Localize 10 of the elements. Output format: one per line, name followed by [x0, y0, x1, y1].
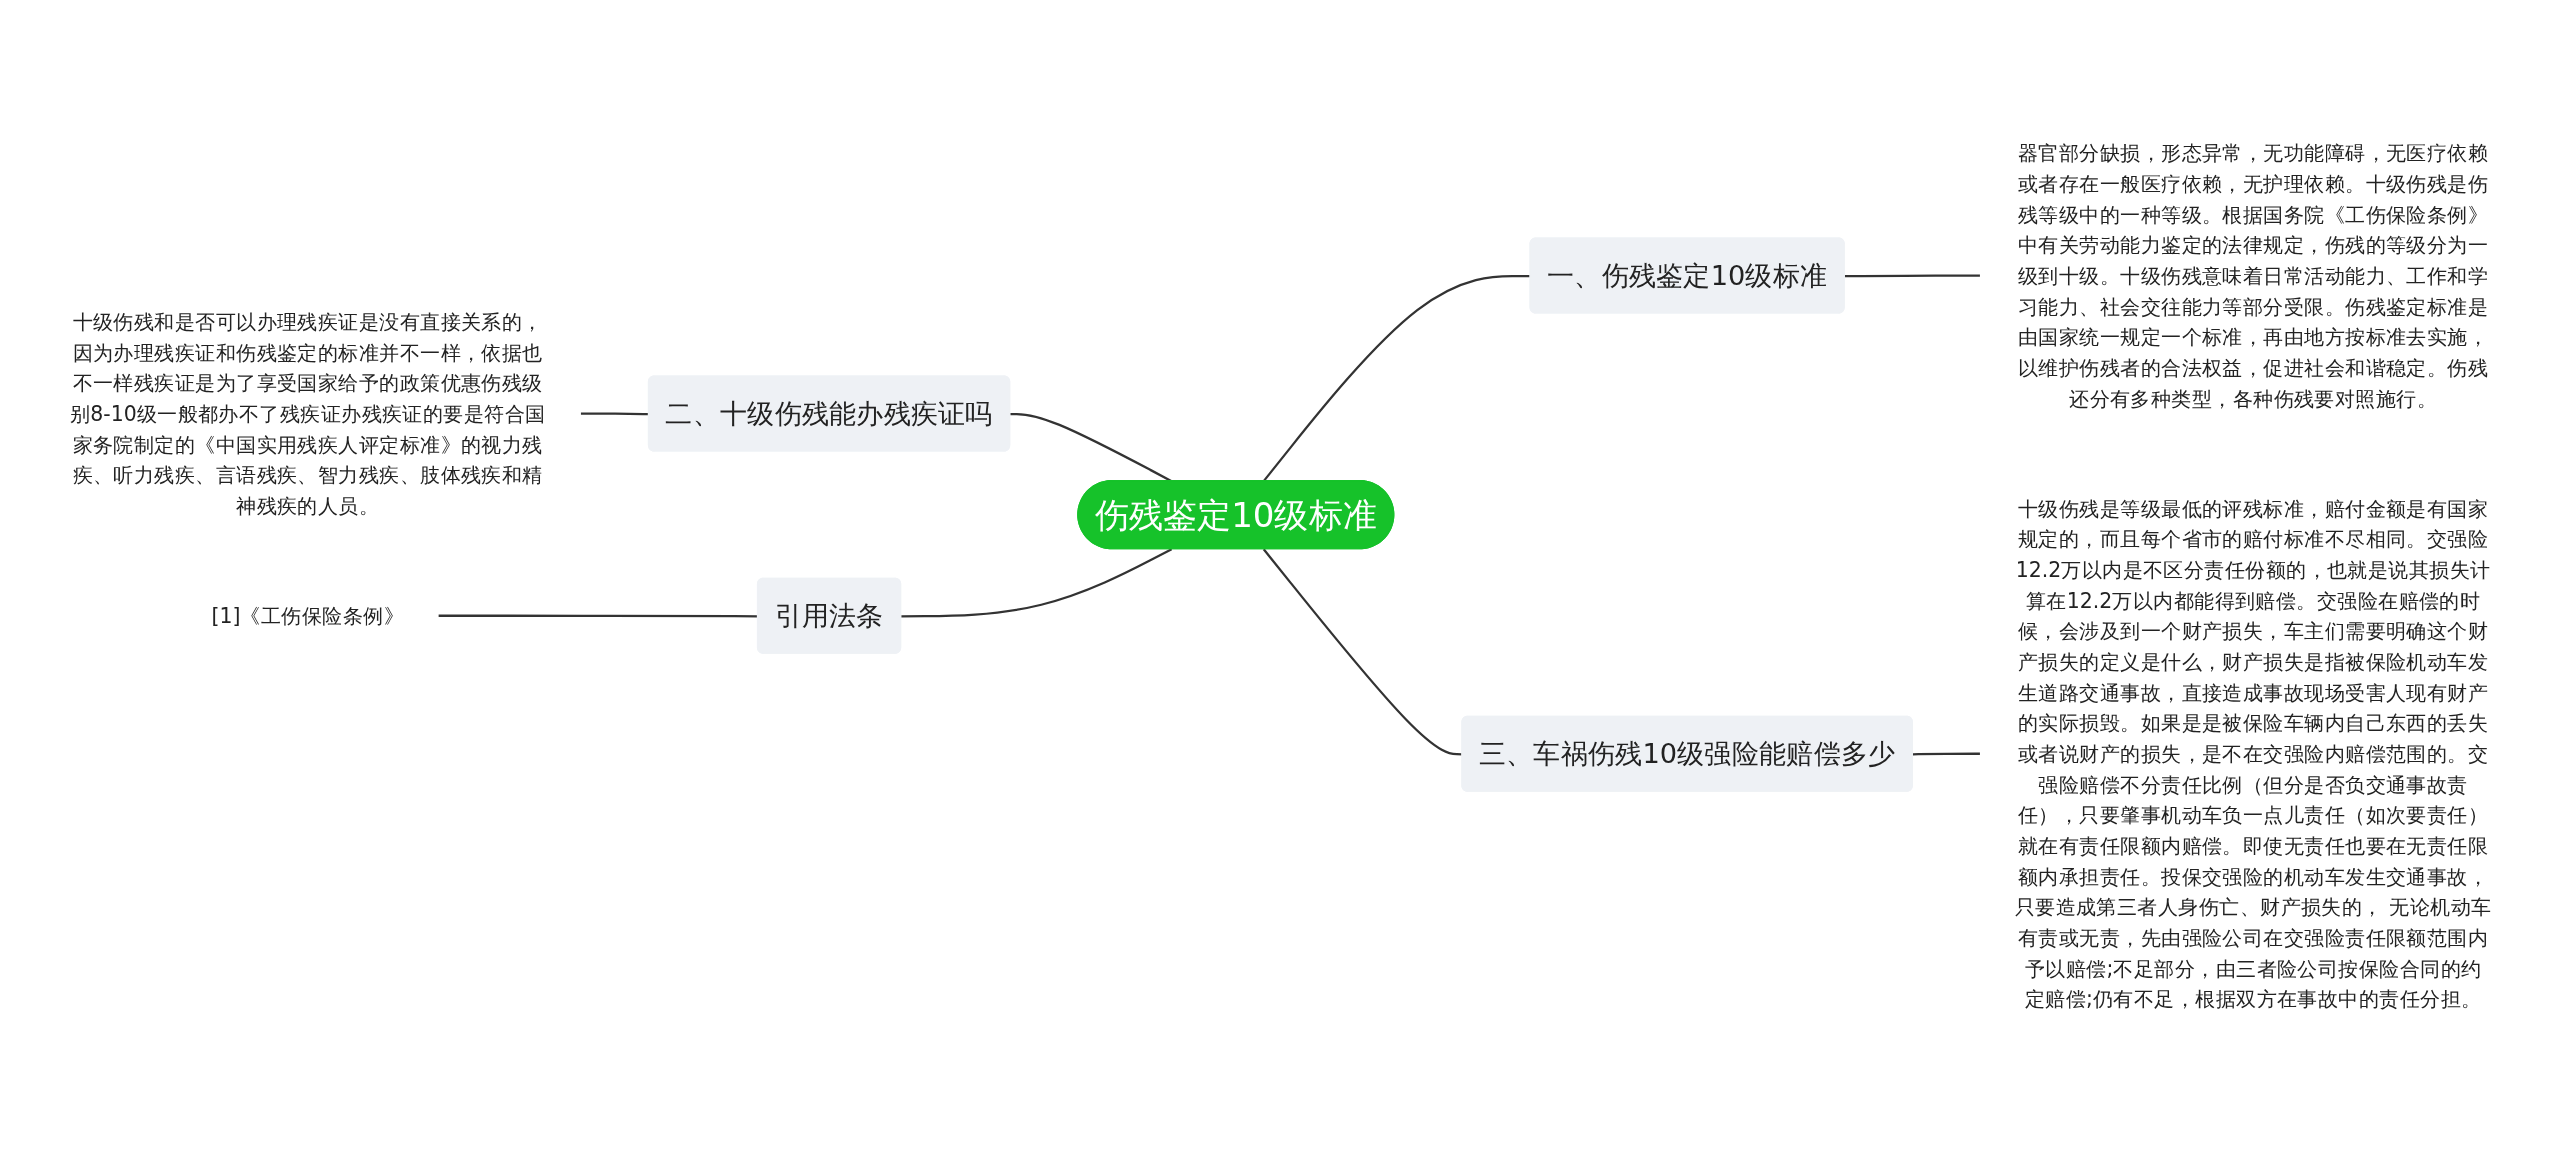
connector	[579, 411, 649, 415]
connector	[900, 547, 1172, 617]
connector	[437, 614, 758, 617]
node-text: 十级伤残和是否可以办理残疾证是没有直接关系的，因为办理残疾证和伤残鉴定的标准并不一样，依据也不一样残疾证是为了享受国家给予的政策优惠伤残级别8-10级一般都办不了残疾证办残疾证的要是符合国家务院制定的《中国实用残疾人评定标准》的视力残疾、听力残疾、言语残疾、智力残疾、肢体残疾和精神残疾的人员。	[69, 309, 546, 517]
connector	[1912, 752, 1981, 755]
node-text: [1]《工伤保险条例》	[211, 603, 404, 628]
node-text: 器官部分缺损，形态异常，无功能障碍，无医疗依赖或者存在一般医疗依赖，无护理依赖。十级伤残是伤残等级中的一种等级。根据国务院《工伤保险条例》中有关劳动能力鉴定的法律规定，伤残的等级分为一级到十级。十级伤残意味着日常活动能力、工作和学习能力、社会交往能力等部分受限。伤残鉴定标准是由国家统一规定一个标准，再由地方按标准去实施，以维护伤残者的合法权益，促进社会和谐稳定。伤残还分有多种类型，各种伤残要对照施行。	[2017, 140, 2488, 410]
connector	[1009, 412, 1172, 482]
node-text: 十级伤残是等级最低的评残标准，赔付金额是有国家规定的，而且每个省市的赔付标准不尽相同。交强险12.2万以内是不区分责任份额的，也就是说其损失计算在12.2万以内都能得到赔偿。交强险在赔偿的时候，会涉及到一个财产损失，车主们需要明确这个财产损失的定义是什么，财产损失是指被保险机动车发生道路交通事故，直接造成事故现场受害人现有财产的实际损毁。如果是是被保险车辆内自己东西的丢失或者说财产的损失，是不在交强险内赔偿范围的。交强险赔偿不分责任比例（但分是否负交通事故责任），只要肇事机动车负一点儿责任（如次要责任）就在有责任限额内赔偿。即使无责任也要在无责任限额内承担责任。投保交强险的机动车发生交通事故，只要造成第三者人身伤亡、财产损失的， 无论机动车有责或无责，先由强险公司在交强险责任限额范围内予以赔偿;不足部分，由三者险公司按保险合同的约定赔偿;仍有不足，根据双方在事故中的责任分担。	[2014, 495, 2492, 1011]
connector	[1844, 273, 1981, 277]
